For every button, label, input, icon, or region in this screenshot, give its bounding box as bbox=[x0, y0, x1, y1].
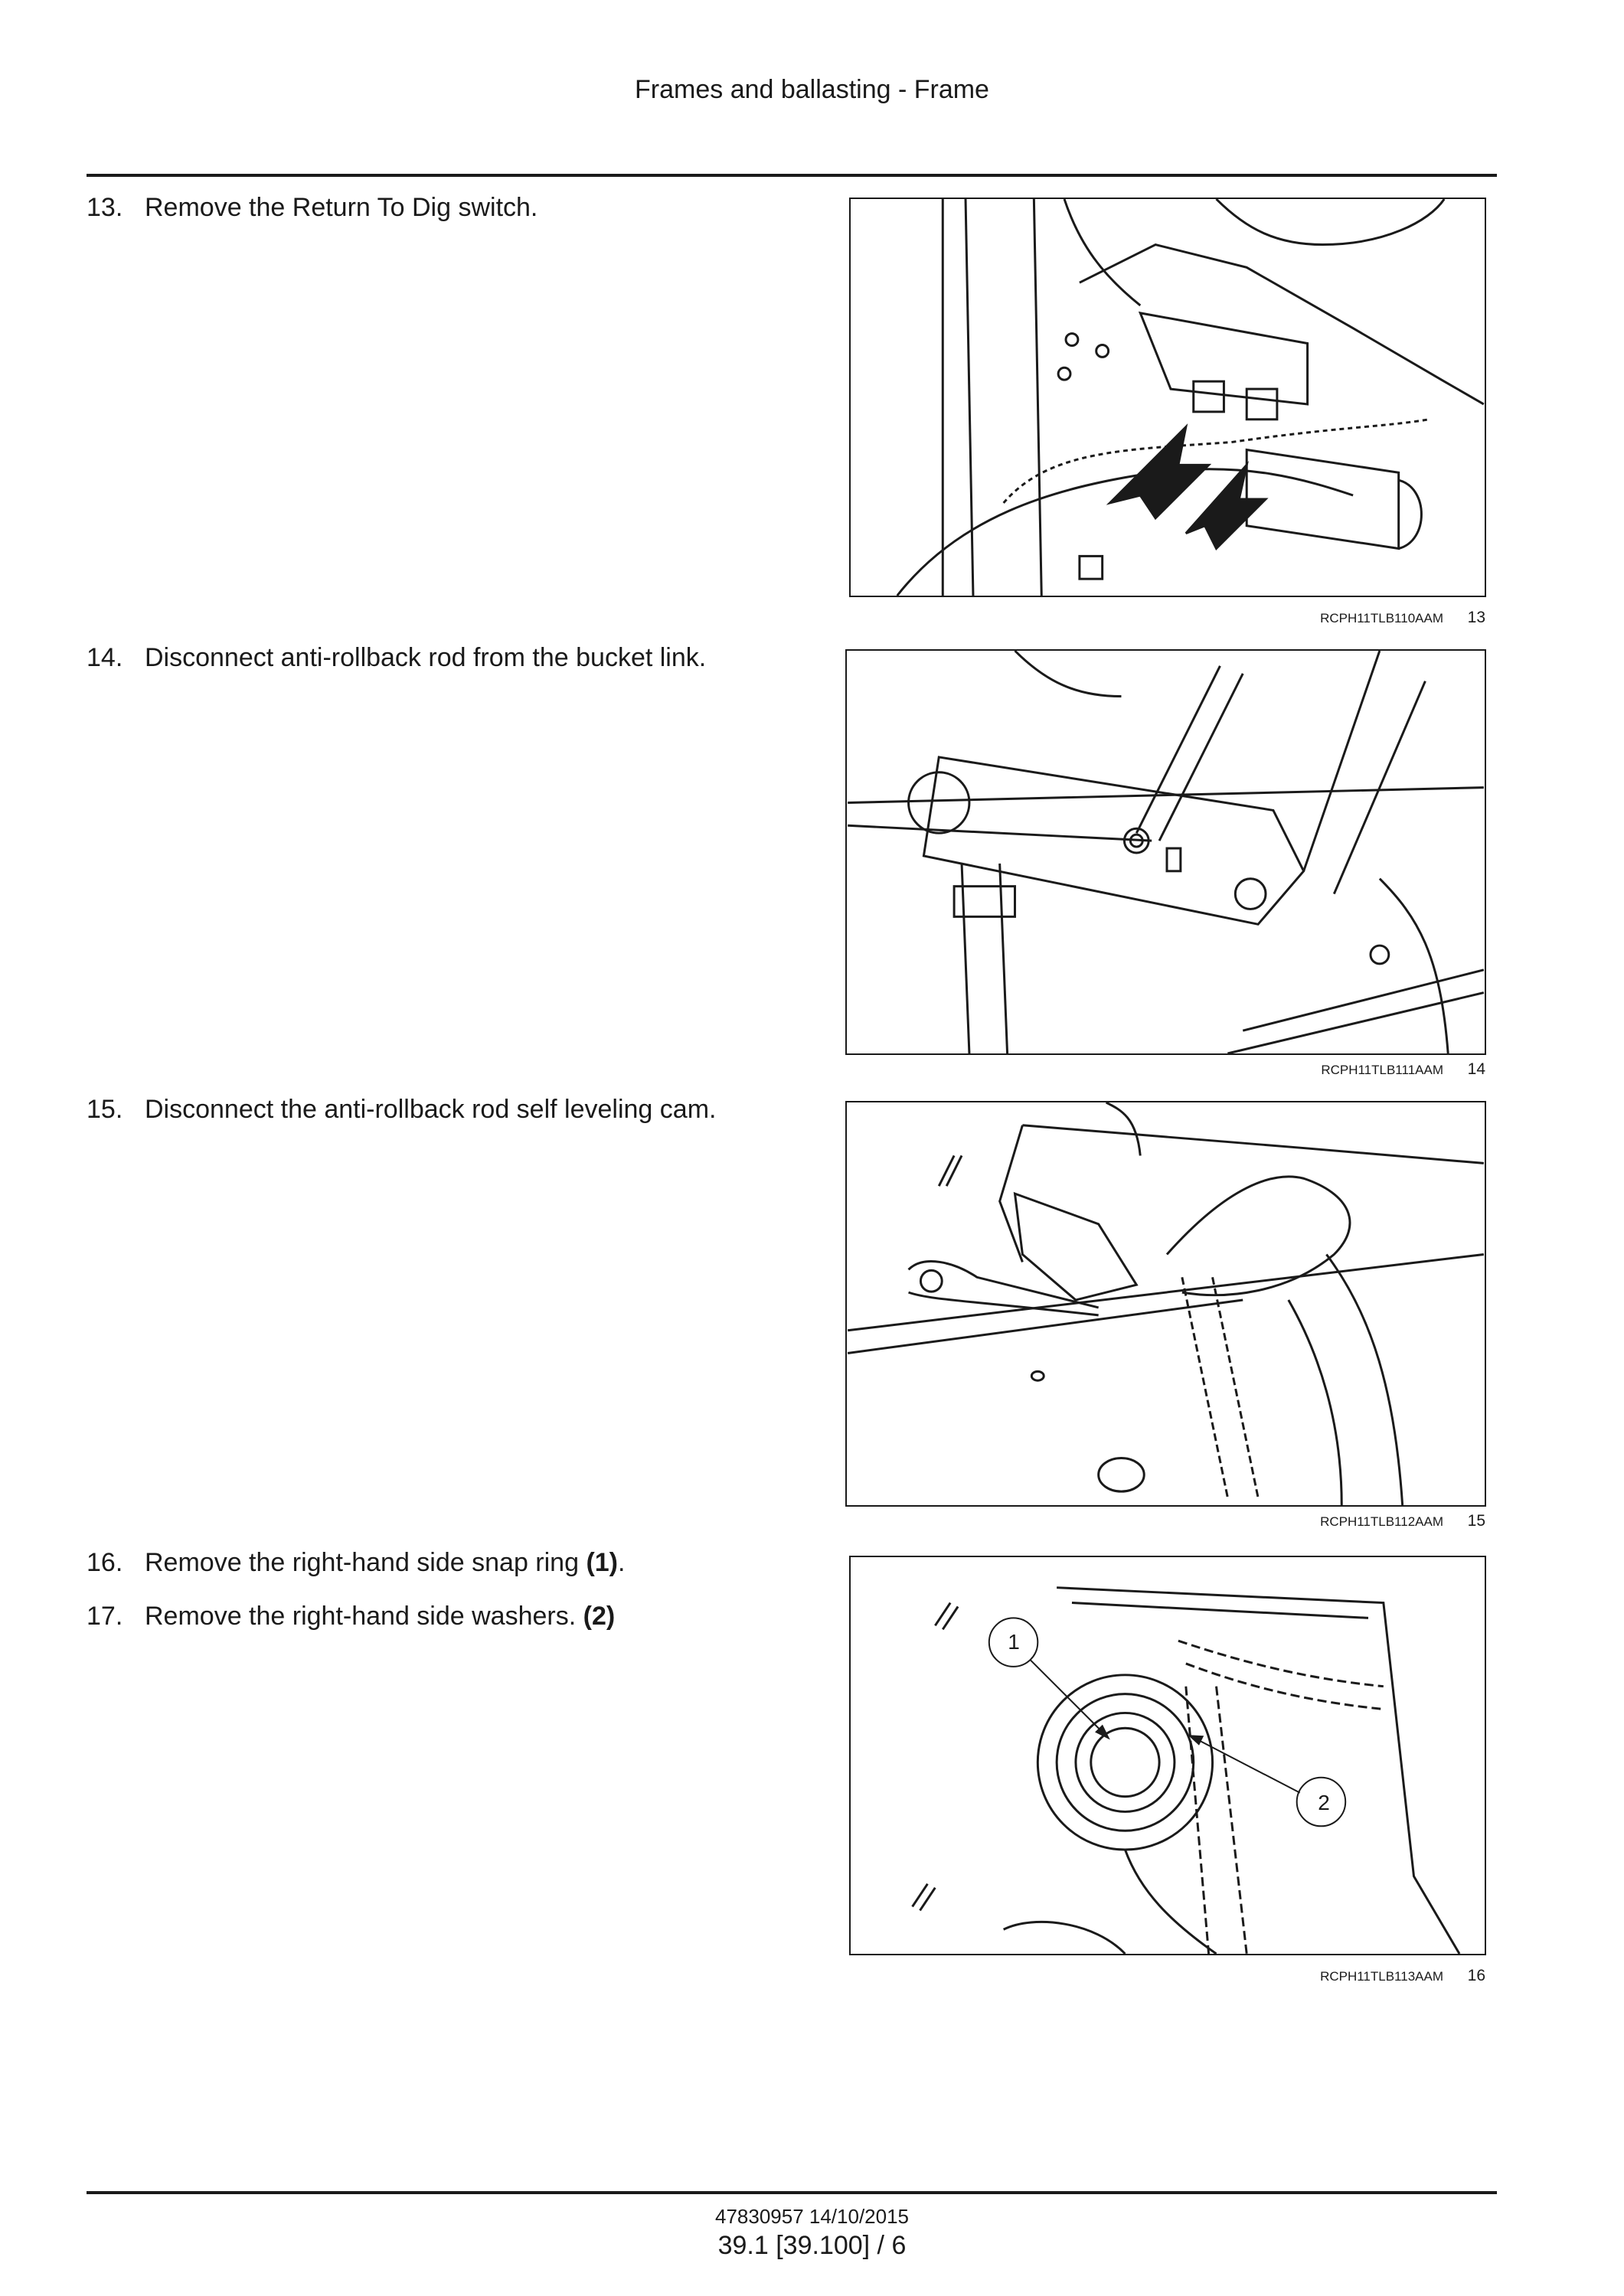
step-text: Disconnect the anti-rollback rod self le… bbox=[145, 1095, 717, 1124]
step-text: Disconnect anti-rollback rod from the bu… bbox=[145, 643, 707, 672]
header-rule bbox=[87, 174, 1497, 177]
footer-page-number: 39.1 [39.100] / 6 bbox=[717, 2231, 907, 2260]
figure-16-id: RCPH11TLB113AAM bbox=[1320, 1969, 1443, 1984]
step-15: 15. Disconnect the anti-rollback rod self… bbox=[87, 1095, 716, 1125]
figure-13-id: RCPH11TLB110AAM bbox=[1320, 611, 1443, 625]
step-number: 13. bbox=[87, 193, 123, 222]
step-number: 14. bbox=[87, 643, 123, 672]
step-number: 15. bbox=[87, 1095, 123, 1124]
step-13: 13. Remove the Return To Dig switch. bbox=[87, 193, 538, 223]
callout-reference: (2) bbox=[583, 1602, 616, 1631]
figure-14-illustration bbox=[845, 649, 1486, 1055]
step-14: 14. Disconnect anti-rollback rod from the… bbox=[87, 643, 706, 673]
callout-reference: (1) bbox=[586, 1548, 619, 1577]
step-text: Remove the Return To Dig switch. bbox=[145, 193, 538, 222]
callout-2-label: 2 bbox=[1318, 1791, 1330, 1814]
step-16: 16.Remove the right-hand side snap ring … bbox=[87, 1548, 625, 1578]
step-text-tail: . bbox=[618, 1548, 626, 1577]
step-number: 17. bbox=[87, 1602, 123, 1631]
footer-rule bbox=[87, 2191, 1497, 2194]
figure-15-number: 15 bbox=[1467, 1512, 1485, 1530]
step-text: Remove the right-hand side washers. bbox=[145, 1602, 583, 1631]
figure-14-number: 14 bbox=[1467, 1060, 1485, 1078]
figure-16-number: 16 bbox=[1467, 1967, 1485, 1984]
step-number: 16. bbox=[87, 1548, 123, 1577]
figure-15-id: RCPH11TLB112AAM bbox=[1320, 1514, 1443, 1529]
step-text: Remove the right-hand side snap ring bbox=[145, 1548, 587, 1577]
figure-14-id: RCPH11TLB111AAM bbox=[1321, 1063, 1443, 1077]
figure-13-number: 13 bbox=[1467, 609, 1485, 626]
footer-doc-code: 47830957 14/10/2015 bbox=[714, 2205, 910, 2228]
figure-13-illustration bbox=[849, 198, 1486, 597]
step-17: 17. Remove the right-hand side washers. (… bbox=[87, 1602, 615, 1631]
callout-1-label: 1 bbox=[1008, 1630, 1020, 1654]
figure-16-illustration: 1 2 bbox=[849, 1556, 1486, 1955]
figure-15-illustration bbox=[845, 1101, 1486, 1507]
page-header-title: Frames and ballasting - Frame bbox=[635, 75, 989, 104]
